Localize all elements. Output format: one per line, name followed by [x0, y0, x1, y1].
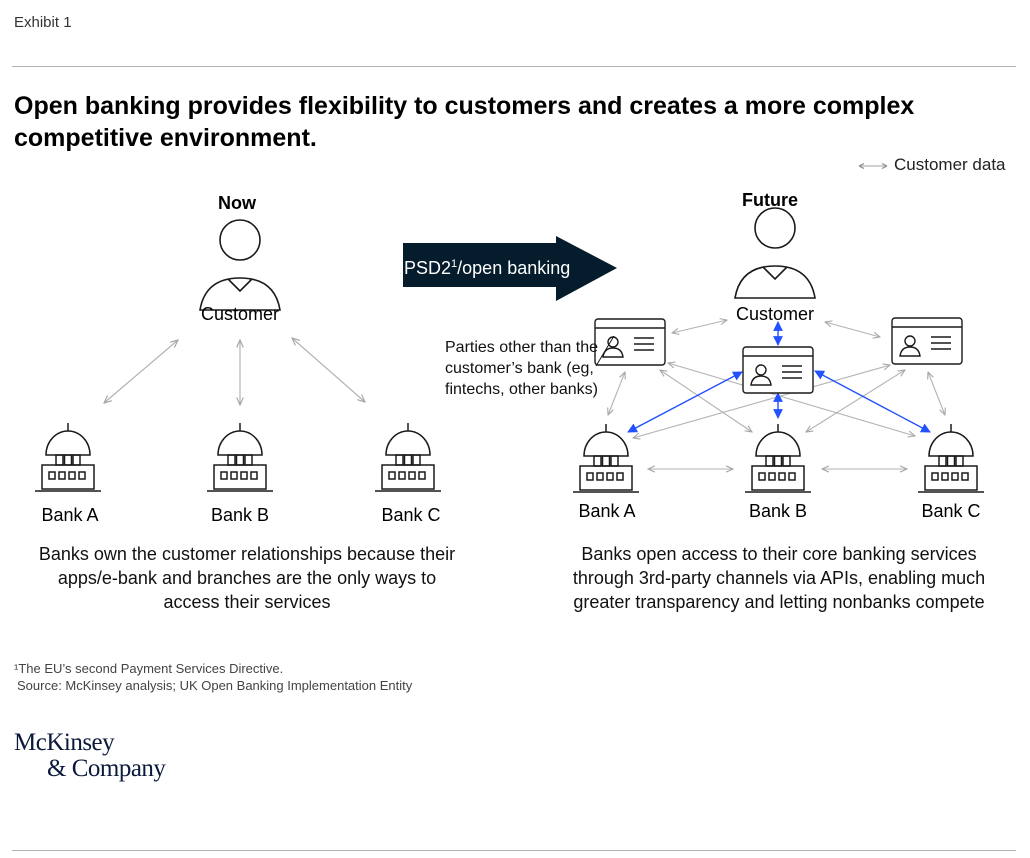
transition-label: PSD21/open banking	[404, 258, 570, 279]
footnote-psd2: ¹The EU’s second Payment Services Direct…	[14, 661, 284, 676]
future-party-card-left-icon	[594, 318, 666, 366]
now-link-bank-c	[292, 338, 365, 402]
future-customer-person-icon	[734, 207, 816, 299]
transition-label-superscript: 1	[451, 258, 458, 270]
legend: Customer data	[856, 155, 1006, 175]
now-link-bank-a	[104, 340, 178, 403]
future-bank-c-label: Bank C	[921, 501, 981, 521]
future-bank-a-icon	[572, 423, 640, 493]
future-bank-b-label: Bank B	[748, 501, 808, 521]
now-bank-a-icon	[34, 422, 102, 492]
future-party-card-right-icon	[891, 317, 963, 365]
transition-label-rest: /open banking	[457, 258, 571, 278]
transition-arrow	[403, 236, 617, 301]
future-link-card1-bank-a	[608, 372, 625, 415]
logo-line-1: McKinsey	[14, 729, 115, 756]
future-bank-b-icon	[744, 423, 812, 493]
double-arrow-icon	[858, 162, 888, 169]
bottom-divider	[12, 850, 1016, 851]
top-divider	[12, 66, 1016, 67]
mckinsey-logo: McKinsey & Company	[14, 729, 166, 782]
now-customer-label: Customer	[200, 304, 280, 324]
page-title: Open banking provides flexibility to cus…	[14, 92, 915, 152]
logo-line-2: & Company	[47, 755, 166, 782]
footnote-source: Source: McKinsey analysis; UK Open Banki…	[17, 678, 413, 693]
future-bank-a-label: Bank A	[578, 501, 636, 521]
parties-pointer-line	[595, 335, 615, 367]
now-description: Banks own the customer relationships bec…	[38, 544, 456, 612]
future-party-card-center-icon	[742, 346, 814, 394]
future-link-customer-card3	[825, 322, 880, 337]
future-description: Banks open access to their core banking …	[572, 544, 986, 612]
footnotes: ¹The EU’s second Payment Services Direct…	[14, 660, 412, 694]
future-title: Future	[742, 190, 798, 210]
future-api-card2-bank-c	[814, 370, 931, 433]
exhibit-label: Exhibit 1	[14, 14, 72, 31]
future-link-card3-bank-c	[928, 372, 945, 415]
now-title: Now	[218, 193, 256, 213]
future-link-card1-bank-b	[660, 370, 752, 432]
future-link-card1-customer	[672, 320, 727, 333]
parties-label: Parties other than the customer’s bank (…	[445, 339, 598, 398]
future-customer-label: Customer	[735, 304, 815, 324]
now-bank-b-label: Bank B	[210, 505, 270, 525]
legend-label: Customer data	[894, 155, 1006, 174]
now-bank-a-label: Bank A	[41, 505, 99, 525]
now-bank-b-icon	[206, 422, 274, 492]
transition-label-main: PSD2	[404, 258, 452, 278]
future-api-card2-bank-a	[627, 371, 743, 433]
future-link-card3-bank-b	[806, 370, 905, 432]
now-customer-person-icon	[199, 219, 281, 311]
now-bank-c-icon	[374, 422, 442, 492]
future-bank-c-icon	[917, 423, 985, 493]
now-bank-c-label: Bank C	[381, 505, 441, 525]
